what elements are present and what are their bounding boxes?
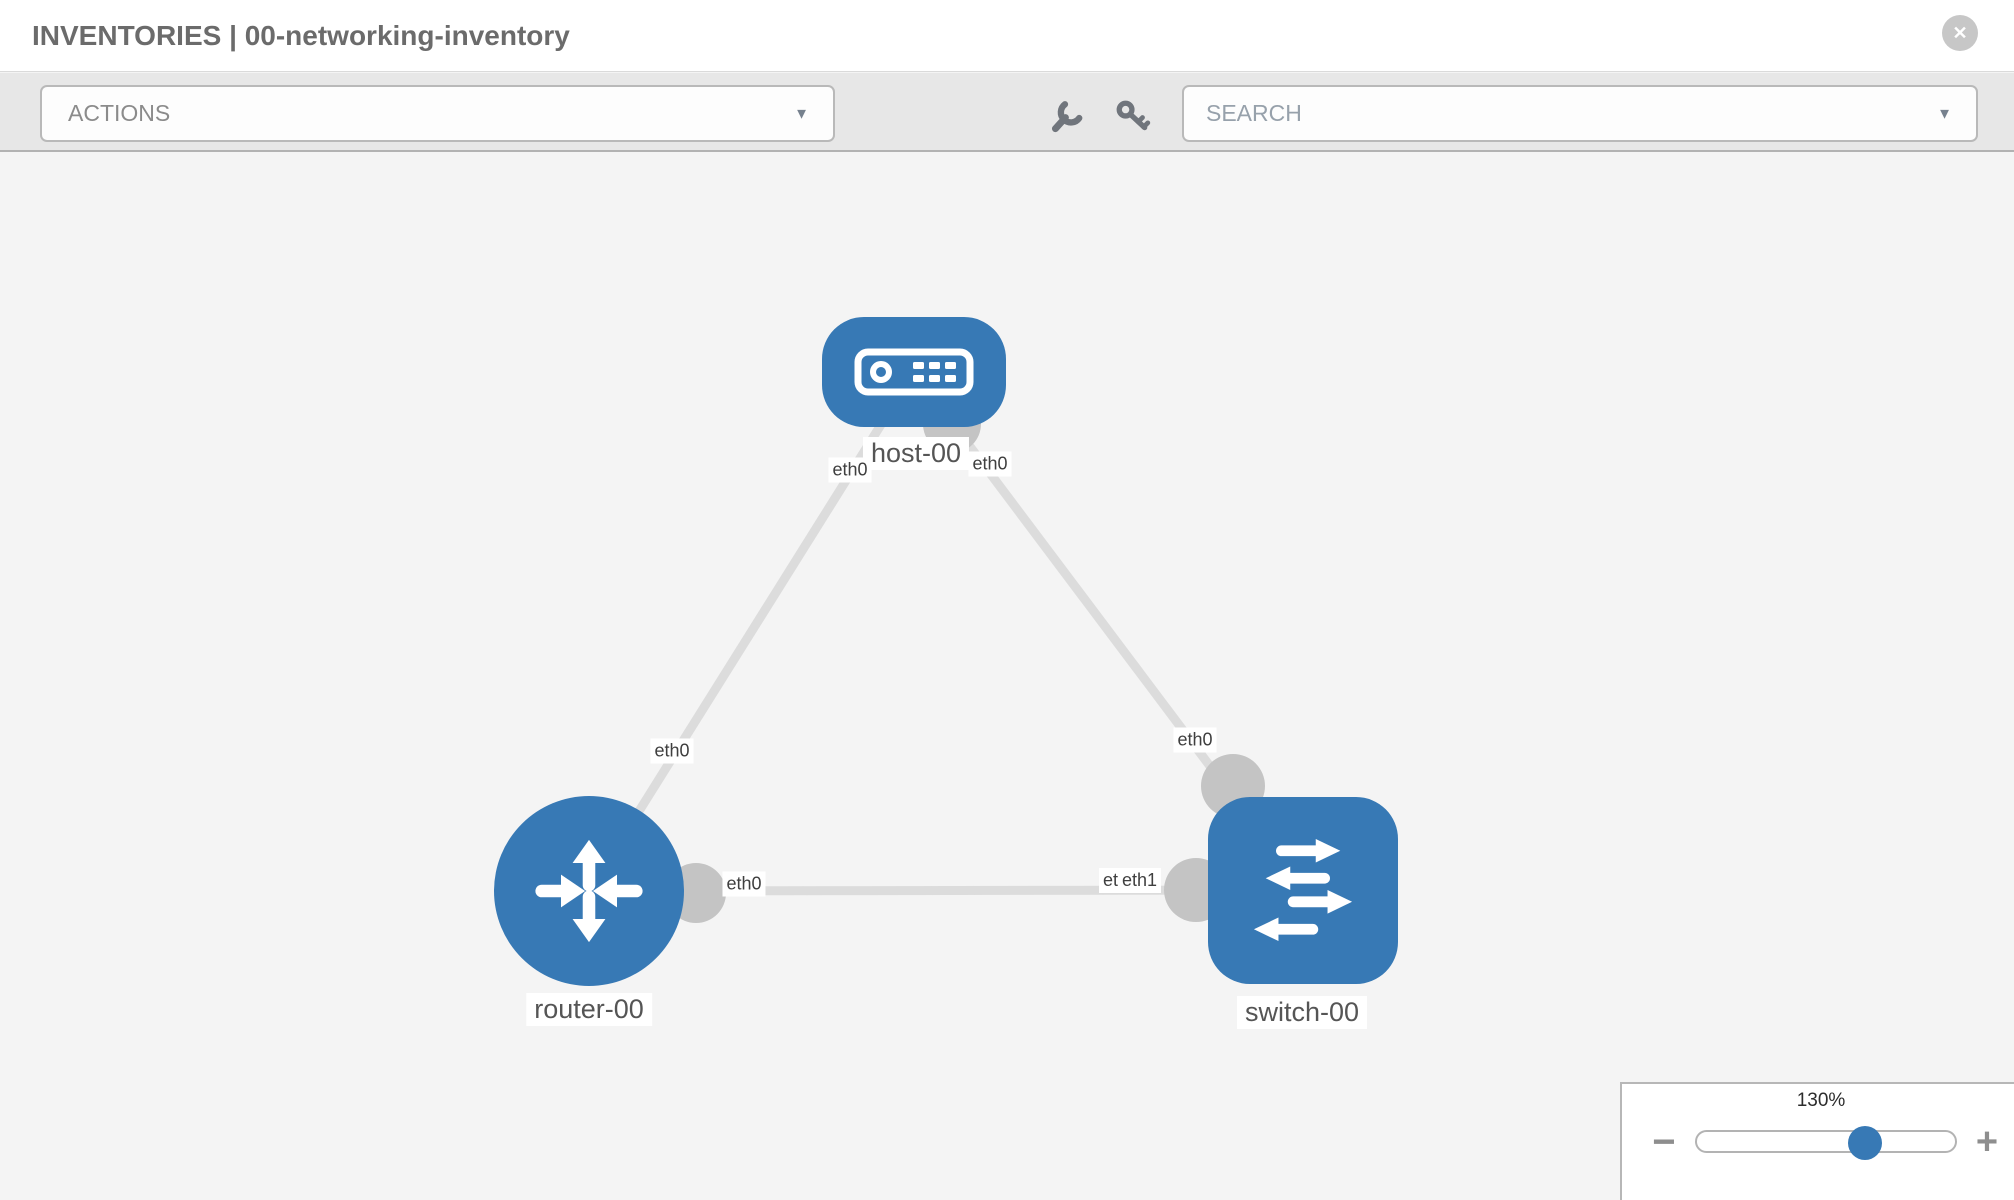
chevron-down-icon: ▼: [794, 105, 809, 122]
wrench-icon: [1051, 101, 1083, 133]
node-switch-00[interactable]: [1208, 797, 1398, 984]
header-bar: INVENTORIES | 00-networking-inventory ✕: [0, 0, 2014, 72]
iface-label-router-eth0: eth0: [722, 871, 766, 897]
node-router-00[interactable]: [494, 796, 684, 986]
actions-dropdown[interactable]: ACTIONS ▼: [40, 85, 835, 142]
credentials-button[interactable]: [1112, 96, 1154, 138]
search-placeholder: SEARCH: [1206, 100, 1302, 126]
iface-label-host-eth0-left: eth0: [828, 457, 872, 483]
actions-dropdown-label: ACTIONS: [68, 100, 171, 126]
plus-icon: +: [1975, 1120, 1999, 1163]
switch-icon: [1253, 838, 1353, 941]
zoom-control-panel: 130% − +: [1620, 1082, 2014, 1200]
key-icon: [1116, 100, 1151, 131]
iface-label-host-eth0-right: eth0: [968, 451, 1012, 477]
router-icon: [535, 839, 643, 943]
toolbar: ACTIONS ▼ SEARCH ▼: [0, 73, 2014, 152]
zoom-level-value: 130%: [1796, 1090, 1846, 1111]
node-label-switch: switch-00: [1236, 996, 1368, 1029]
node-label-router: router-00: [526, 993, 652, 1026]
minus-icon: −: [1652, 1119, 1676, 1164]
zoom-slider-track[interactable]: [1695, 1130, 1957, 1153]
close-button[interactable]: ✕: [1942, 15, 1978, 51]
iface-label-switch-eth0: eth0: [1173, 727, 1217, 753]
configure-button[interactable]: [1045, 96, 1087, 138]
page-title: INVENTORIES | 00-networking-inventory: [32, 19, 570, 51]
zoom-out-button[interactable]: −: [1642, 1120, 1686, 1164]
close-icon: ✕: [1952, 22, 1968, 43]
zoom-slider-thumb[interactable]: [1848, 1126, 1882, 1160]
iface-label-router-eth0-top: eth0: [650, 738, 694, 764]
chevron-down-icon: ▼: [1937, 105, 1952, 122]
iface-label-switch-eth1: eth1: [1118, 868, 1162, 893]
zoom-in-button[interactable]: +: [1965, 1120, 2009, 1164]
search-dropdown[interactable]: SEARCH ▼: [1182, 85, 1978, 142]
host-icon: [854, 348, 974, 396]
node-label-host: host-00: [862, 437, 970, 470]
node-host-00[interactable]: [822, 317, 1006, 427]
